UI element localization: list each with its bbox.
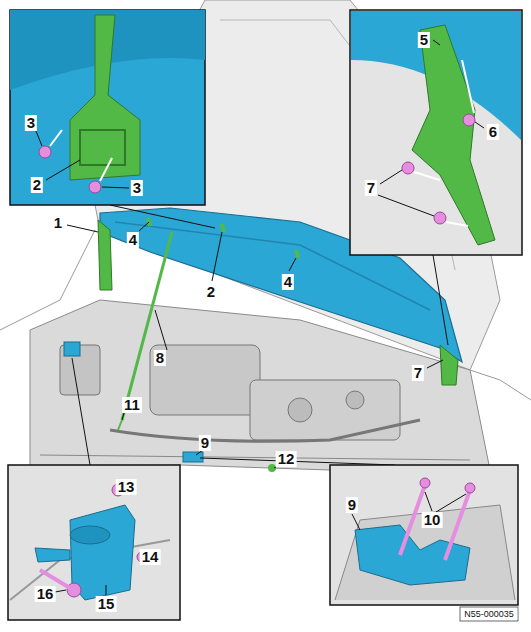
bonnet-strut	[122, 232, 172, 420]
bonnet-lock	[183, 452, 203, 462]
callout-number: 3	[25, 115, 37, 131]
callout-number: 16	[35, 586, 56, 602]
callout-number: 15	[96, 596, 117, 612]
callout-number: 2	[205, 284, 217, 300]
callout-number: 2	[31, 177, 43, 193]
callout-number: 7	[365, 180, 377, 196]
cable	[118, 420, 122, 430]
callout-number: 9	[199, 435, 211, 451]
inset-top-right	[350, 10, 522, 255]
callout-number: 1	[52, 215, 64, 231]
callout-number: 4	[127, 232, 139, 248]
callout-number: 3	[131, 180, 143, 196]
cross-member	[110, 420, 420, 441]
engine-cover	[150, 345, 260, 415]
inset-top-left	[10, 10, 205, 205]
callout-number: 7	[412, 365, 424, 381]
callout-number: 14	[140, 549, 161, 565]
callout-number: 4	[282, 274, 294, 290]
figure-code: N55-000035	[461, 609, 517, 620]
inset-bottom-right	[330, 465, 518, 605]
engine-part	[288, 398, 312, 422]
seal	[222, 224, 224, 232]
engine-block	[250, 380, 400, 440]
inset-bottom-left	[8, 465, 180, 620]
code-frame	[460, 607, 518, 621]
hinge	[98, 220, 112, 290]
engine-part	[346, 391, 364, 409]
callout-number: 10	[422, 512, 443, 528]
switch	[64, 342, 80, 356]
hinge	[440, 345, 458, 385]
callout-number: 9	[346, 497, 358, 513]
lock-carrier	[40, 455, 470, 460]
seal	[296, 250, 298, 258]
callout-number: 11	[122, 397, 142, 413]
callout-number: 6	[487, 124, 499, 140]
callout-number: 8	[154, 350, 166, 366]
callout-number: 12	[276, 451, 297, 467]
callout-number: 13	[116, 479, 137, 495]
fender-right	[470, 370, 531, 400]
callout-number: 5	[418, 32, 430, 48]
